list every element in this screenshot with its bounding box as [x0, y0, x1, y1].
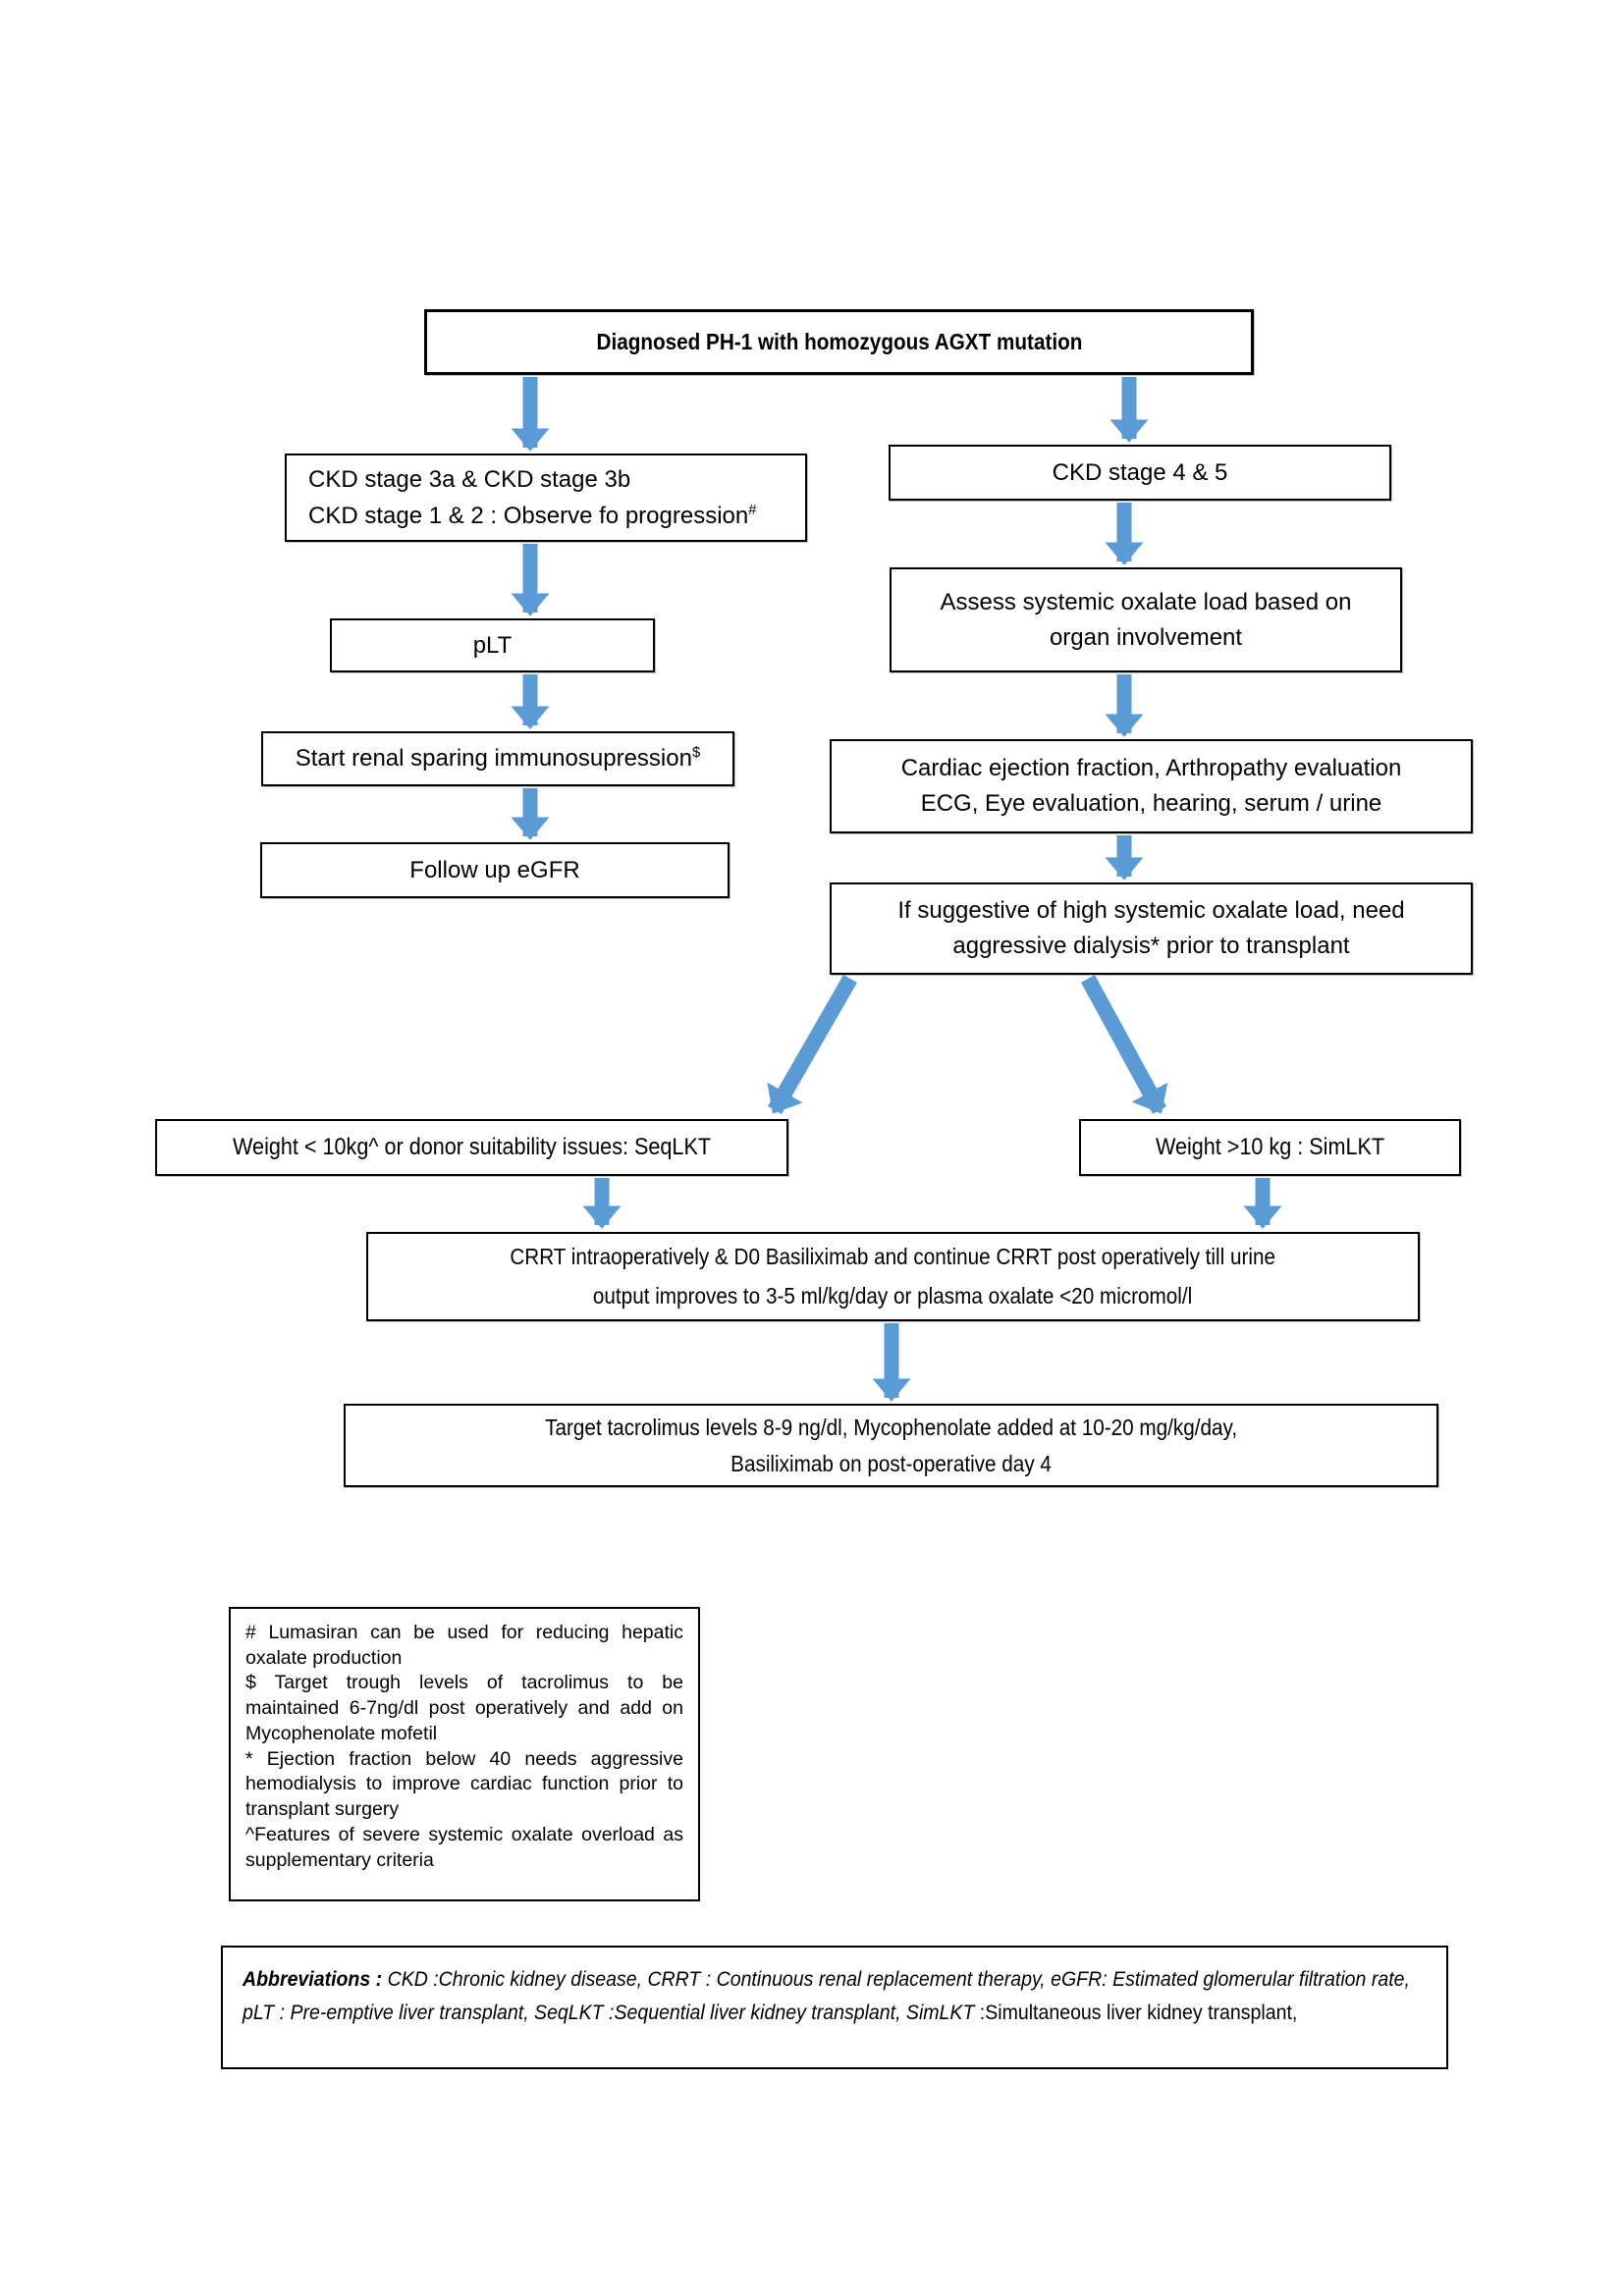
footnote-ejection-fraction: * Ejection fraction below 40 needs aggre… — [245, 1747, 683, 1821]
node-tacrolimus-protocol: Target tacrolimus levels 8-9 ng/dl, Myco… — [344, 1404, 1438, 1487]
node-ckd-late-stage: CKD stage 4 & 5 — [889, 445, 1391, 501]
abbreviations-box: Abbreviations : CKD :Chronic kidney dise… — [221, 1946, 1448, 2069]
diagnosis-text: Diagnosed PH-1 with homozygous AGXT muta… — [596, 329, 1082, 355]
tacrolimus-line2: Basiliximab on post-operative day 4 — [730, 1450, 1052, 1476]
abbreviations-text: Abbreviations : CKD :Chronic kidney dise… — [243, 1963, 1430, 2030]
evaluation-line2: ECG, Eye evaluation, hearing, serum / ur… — [920, 790, 1382, 817]
abbreviations-italic-text: CKD :Chronic kidney disease, CRRT : Cont… — [243, 1968, 1410, 2025]
egfr-text: Follow up eGFR — [409, 856, 580, 883]
simlkt-text: Weight >10 kg : SimLKT — [1155, 1134, 1385, 1160]
crrt-line1: CRRT intraoperatively & D0 Basiliximab a… — [510, 1244, 1276, 1270]
footnote-tacrolimus-trough: $ Target trough levels of tacrolimus to … — [245, 1672, 683, 1744]
abbreviations-label: Abbreviations : — [243, 1968, 383, 1991]
node-follow-up-egfr: Follow up eGFR — [260, 842, 730, 898]
node-crrt-protocol: CRRT intraoperatively & D0 Basiliximab a… — [366, 1232, 1420, 1321]
footnote-marker-dollar: $ — [691, 745, 701, 761]
dialysis-line1: If suggestive of high systemic oxalate l… — [897, 897, 1405, 924]
arrow-dialysis-to-seqlkt — [767, 975, 857, 1114]
footnote-oxalate-overload: ^Features of severe systemic oxalate ove… — [245, 1823, 683, 1871]
assess-line2: organ involvement — [1049, 623, 1243, 651]
evaluation-line1: Cardiac ejection fraction, Arthropathy e… — [900, 755, 1402, 781]
ckd-early-line1: CKD stage 3a & CKD stage 3b — [308, 465, 631, 493]
seqlkt-text: Weight < 10kg^ or donor suitability issu… — [232, 1134, 711, 1160]
node-assess-oxalate-load: Assess systemic oxalate load based on or… — [890, 567, 1402, 672]
arrow-dialysis-to-simlkt — [1080, 975, 1168, 1114]
node-diagnosis: Diagnosed PH-1 with homozygous AGXT muta… — [424, 309, 1254, 375]
node-seqlkt: Weight < 10kg^ or donor suitability issu… — [155, 1119, 788, 1176]
footnote-lumasiran: # Lumasiran can be used for reducing hep… — [245, 1622, 683, 1669]
node-aggressive-dialysis: If suggestive of high systemic oxalate l… — [830, 882, 1473, 975]
ckd-late-text: CKD stage 4 & 5 — [1052, 458, 1228, 486]
crrt-line2: output improves to 3-5 ml/kg/day or plas… — [593, 1282, 1193, 1308]
footnotes-box: # Lumasiran can be used for reducing hep… — [229, 1607, 700, 1901]
plt-text: pLT — [472, 631, 513, 659]
immunosuppression-text: Start renal sparing immunosupression$ — [295, 745, 701, 772]
assess-line1: Assess systemic oxalate load based on — [940, 588, 1352, 615]
node-simlkt: Weight >10 kg : SimLKT — [1079, 1119, 1461, 1176]
node-ckd-early-stage: CKD stage 3a & CKD stage 3b CKD stage 1 … — [285, 454, 807, 542]
node-plt: pLT — [330, 618, 655, 672]
abbreviations-plain-text: :Simultaneous liver kidney transplant, — [979, 2002, 1298, 2025]
dialysis-line2: aggressive dialysis* prior to transplant — [952, 933, 1350, 959]
node-organ-evaluation: Cardiac ejection fraction, Arthropathy e… — [830, 739, 1473, 833]
tacrolimus-line1: Target tacrolimus levels 8-9 ng/dl, Myco… — [545, 1414, 1237, 1440]
ckd-early-line2: CKD stage 1 & 2 : Observe fo progression… — [308, 503, 757, 529]
footnote-marker-hash: # — [748, 503, 757, 518]
node-immunosuppression: Start renal sparing immunosupression$ — [261, 731, 734, 786]
